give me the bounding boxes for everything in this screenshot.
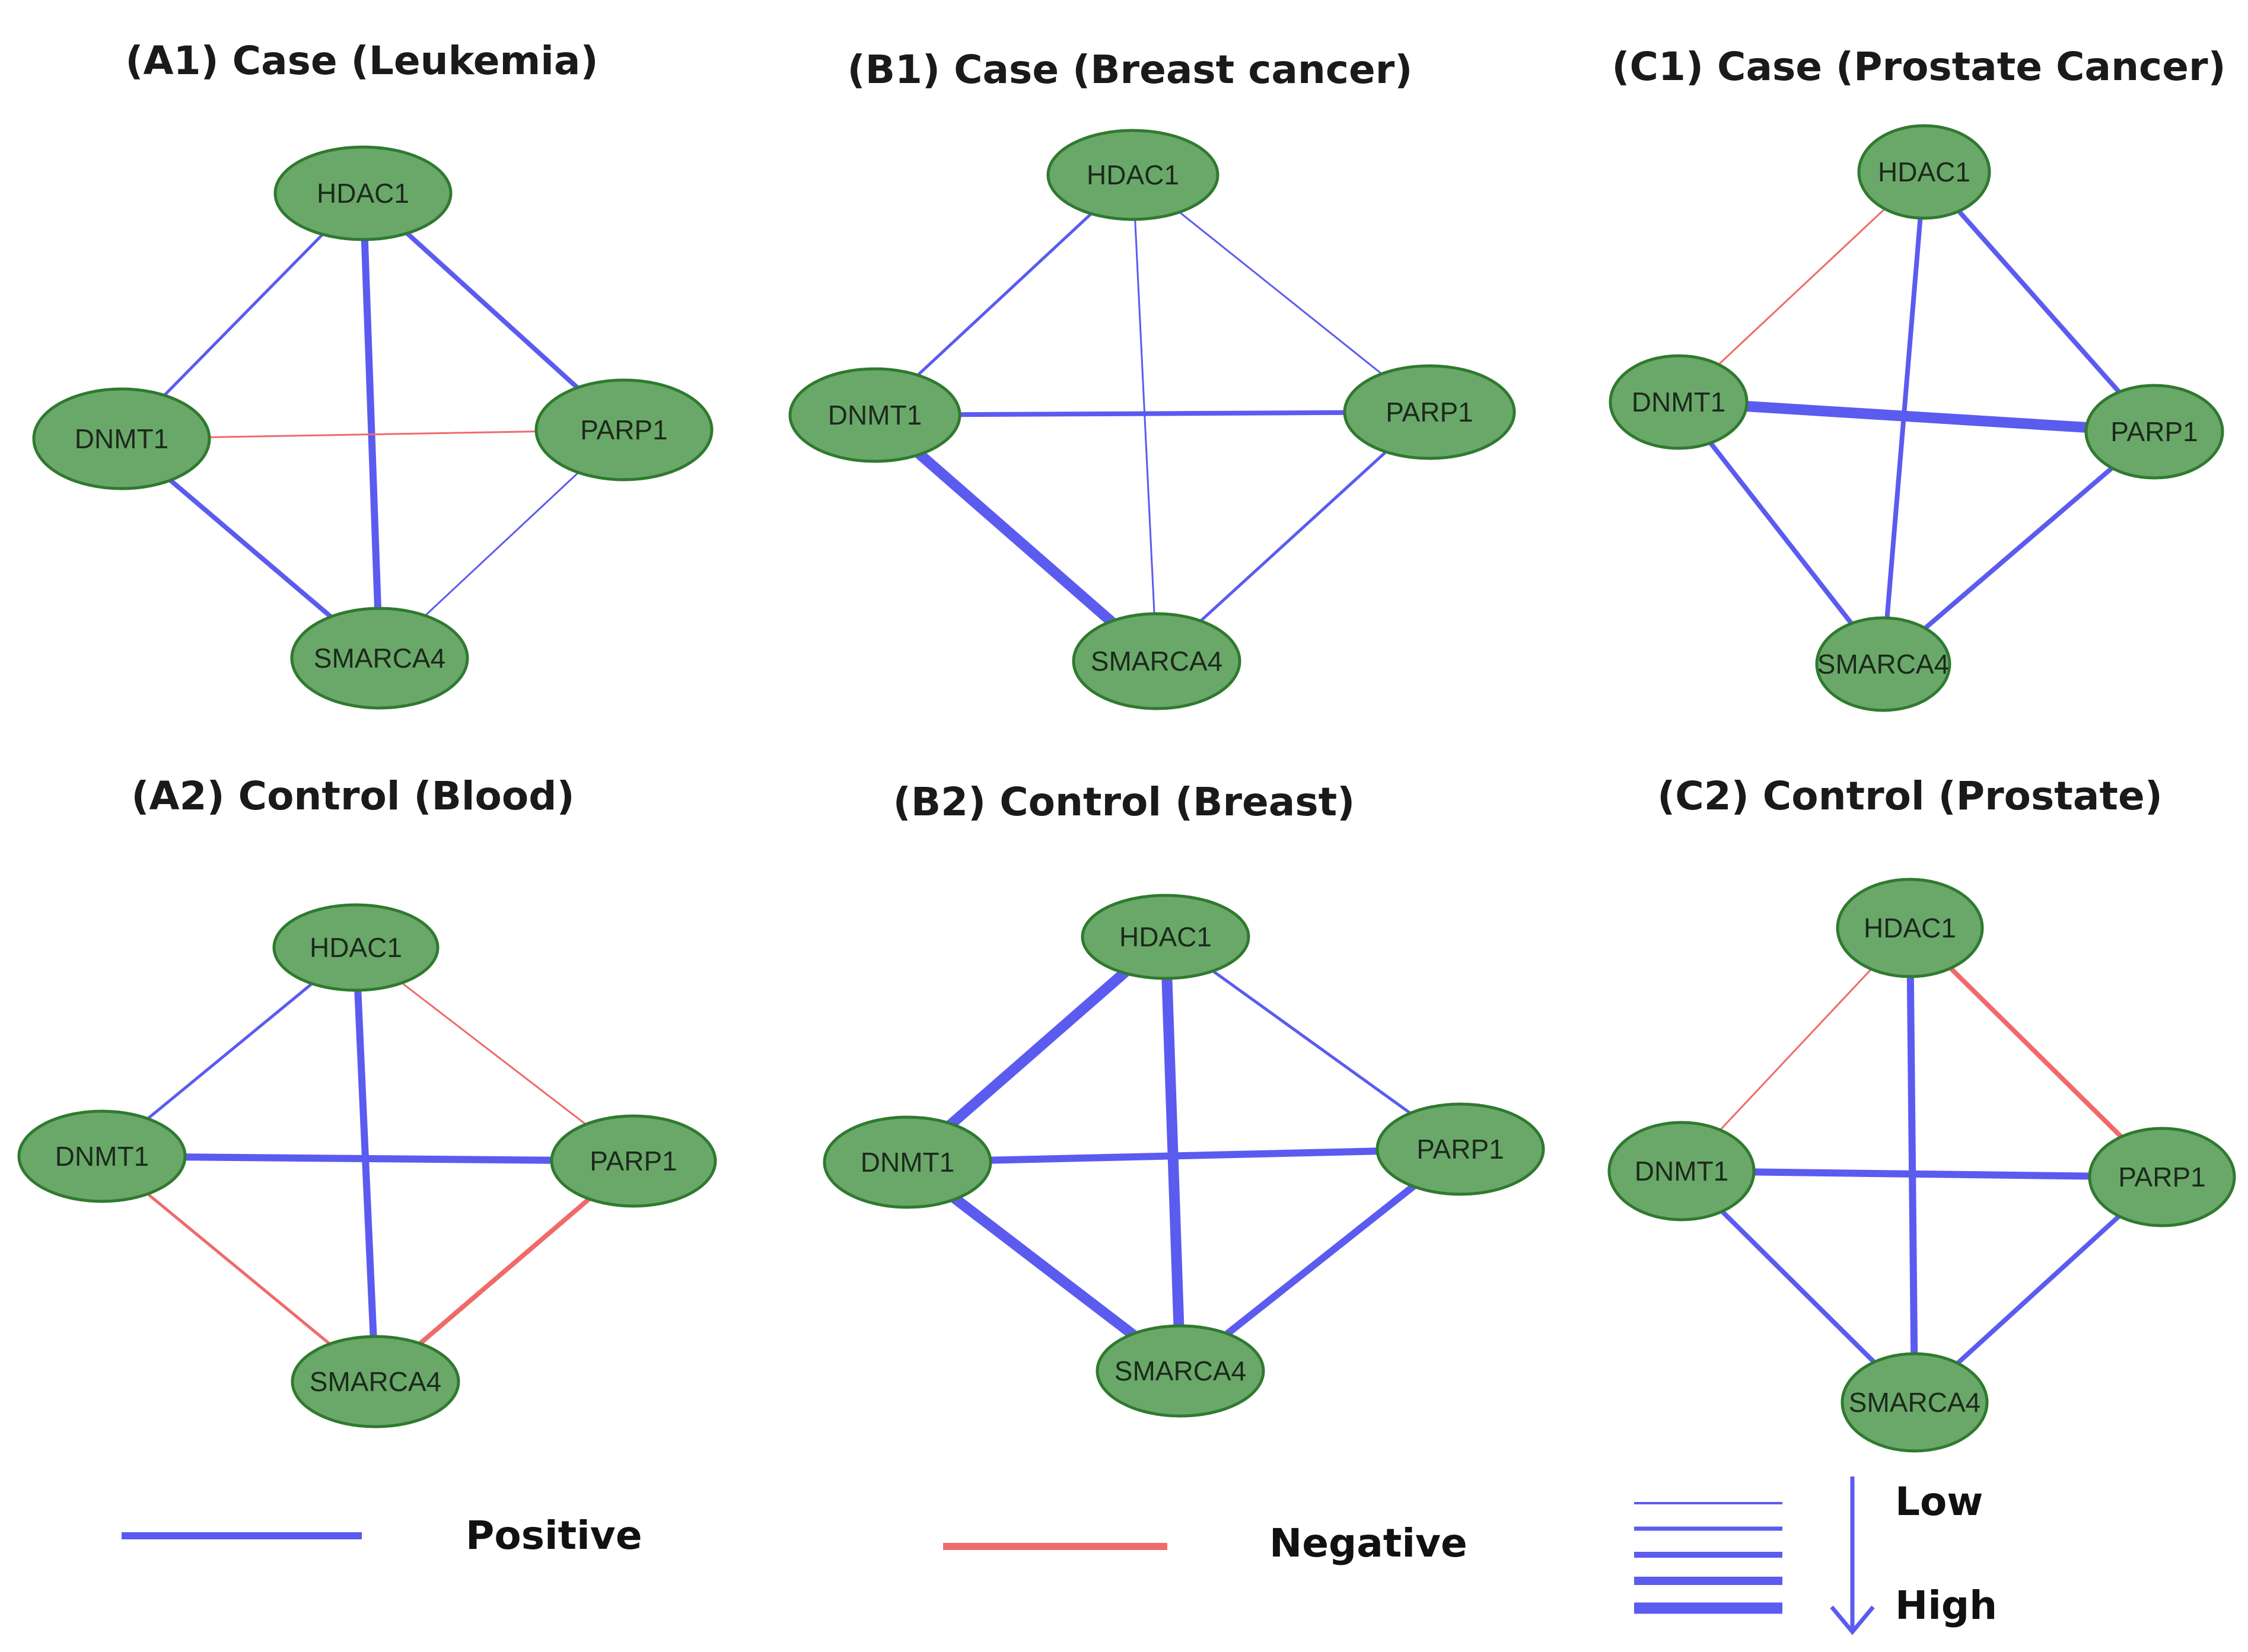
node-label-a2-dnmt1: DNMT1 bbox=[55, 1141, 149, 1172]
edge-b1-dnmt1-parp1 bbox=[873, 410, 1432, 417]
legend-arrow-head-icon bbox=[1830, 1605, 1875, 1635]
node-a2-dnmt1 bbox=[17, 1109, 187, 1203]
panel-title-c2: (C2) Control (Prostate) bbox=[1657, 773, 2163, 819]
node-label-b2-dnmt1: DNMT1 bbox=[861, 1147, 954, 1178]
node-a2-parp1 bbox=[550, 1114, 717, 1208]
edge-c1-dnmt1-parp1 bbox=[1673, 397, 2160, 437]
node-b1-parp1 bbox=[1343, 364, 1516, 460]
edge-c1-parp1-smarca4 bbox=[1881, 429, 2157, 666]
legend-high-label: High bbox=[1895, 1583, 1997, 1628]
edge-a2-dnmt1-parp1 bbox=[98, 1153, 637, 1165]
node-label-c1-dnmt1: DNMT1 bbox=[1632, 387, 1725, 417]
node-a1-smarca4 bbox=[290, 607, 469, 710]
node-label-b2-smarca4: SMARCA4 bbox=[1115, 1356, 1246, 1386]
node-label-c2-hdac1: HDAC1 bbox=[1864, 913, 1956, 943]
panel-title-a1: (A1) Case (Leukemia) bbox=[125, 38, 598, 84]
node-a2-smarca4 bbox=[291, 1335, 460, 1428]
node-b1-dnmt1 bbox=[788, 367, 961, 463]
node-c2-dnmt1 bbox=[1607, 1121, 1756, 1222]
legend: Positive Negative Low High bbox=[122, 1476, 1997, 1635]
node-c1-hdac1 bbox=[1857, 124, 1991, 220]
node-b1-smarca4 bbox=[1072, 612, 1241, 710]
node-a1-dnmt1 bbox=[32, 387, 211, 490]
node-c1-smarca4 bbox=[1815, 616, 1951, 712]
node-label-a2-smarca4: SMARCA4 bbox=[310, 1366, 441, 1397]
node-label-b2-hdac1: HDAC1 bbox=[1119, 921, 1212, 952]
node-b1-hdac1 bbox=[1046, 129, 1219, 221]
node-label-a1-smarca4: SMARCA4 bbox=[314, 643, 445, 674]
edge-b1-hdac1-smarca4 bbox=[1132, 174, 1158, 662]
node-label-a1-dnmt1: DNMT1 bbox=[75, 423, 168, 454]
node-a2-hdac1 bbox=[272, 903, 440, 992]
edge-c1-dnmt1-smarca4 bbox=[1676, 400, 1886, 666]
node-label-b1-dnmt1: DNMT1 bbox=[828, 400, 922, 430]
node-label-c1-parp1: PARP1 bbox=[2110, 416, 2198, 447]
node-label-c2-parp1: PARP1 bbox=[2118, 1162, 2205, 1192]
panel-title-b2: (B2) Control (Breast) bbox=[893, 779, 1355, 825]
node-b2-smarca4 bbox=[1096, 1324, 1265, 1418]
node-b2-dnmt1 bbox=[823, 1115, 992, 1209]
node-label-b1-smarca4: SMARCA4 bbox=[1091, 646, 1222, 677]
node-label-c2-smarca4: SMARCA4 bbox=[1849, 1387, 1980, 1418]
node-label-b1-parp1: PARP1 bbox=[1386, 397, 1473, 428]
panel-title-a2: (A2) Control (Blood) bbox=[131, 773, 574, 819]
node-a1-parp1 bbox=[534, 378, 714, 481]
node-b2-parp1 bbox=[1375, 1102, 1545, 1196]
node-label-a2-parp1: PARP1 bbox=[590, 1146, 677, 1176]
node-label-a2-hdac1: HDAC1 bbox=[310, 932, 402, 963]
edge-b1-dnmt1-smarca4 bbox=[870, 410, 1162, 666]
legend-positive-label: Positive bbox=[466, 1513, 642, 1558]
edge-a1-hdac1-smarca4 bbox=[359, 190, 383, 662]
legend-negative-label: Negative bbox=[1269, 1520, 1467, 1566]
edge-c2-hdac1-parp1 bbox=[1908, 926, 2164, 1179]
edge-a2-hdac1-smarca4 bbox=[352, 944, 379, 1385]
edge-c2-dnmt1-parp1 bbox=[1678, 1168, 2166, 1181]
node-label-c1-hdac1: HDAC1 bbox=[1878, 157, 1970, 187]
node-a1-hdac1 bbox=[273, 145, 453, 241]
edge-c2-hdac1-smarca4 bbox=[1906, 924, 1918, 1406]
node-c1-dnmt1 bbox=[1609, 354, 1749, 450]
node-c2-parp1 bbox=[2088, 1127, 2236, 1227]
node-b2-hdac1 bbox=[1081, 894, 1250, 980]
edge-b1-hdac1-parp1 bbox=[1132, 174, 1431, 413]
edge-b2-dnmt1-parp1 bbox=[904, 1146, 1464, 1166]
edge-b1-parp1-smarca4 bbox=[1155, 410, 1431, 663]
node-label-b2-parp1: PARP1 bbox=[1416, 1134, 1504, 1165]
node-c1-parp1 bbox=[2084, 384, 2224, 480]
node-c2-hdac1 bbox=[1836, 878, 1984, 978]
node-label-b1-hdac1: HDAC1 bbox=[1087, 160, 1179, 190]
node-c2-smarca4 bbox=[1841, 1352, 1989, 1453]
node-label-c1-smarca4: SMARCA4 bbox=[1817, 649, 1949, 680]
node-label-c2-dnmt1: DNMT1 bbox=[1635, 1156, 1728, 1187]
panel-title-c1: (C1) Case (Prostate Cancer) bbox=[1612, 44, 2225, 90]
legend-low-label: Low bbox=[1895, 1479, 1983, 1525]
node-label-a1-hdac1: HDAC1 bbox=[317, 178, 409, 209]
panel-title-b1: (B1) Case (Breast cancer) bbox=[848, 47, 1413, 93]
edge-c1-hdac1-parp1 bbox=[1922, 170, 2157, 434]
node-label-a1-parp1: PARP1 bbox=[580, 414, 667, 445]
